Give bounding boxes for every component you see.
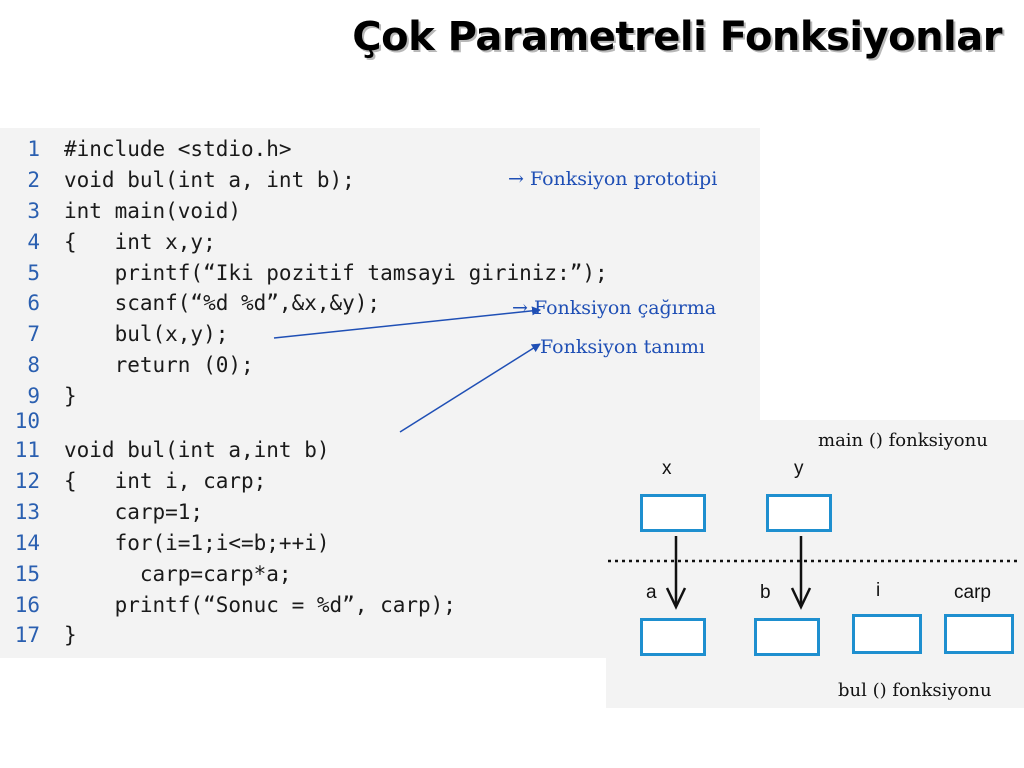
memory-box-a: [640, 618, 706, 656]
code-line: 1 #include <stdio.h>: [0, 134, 292, 164]
code-text: carp=carp*a;: [64, 562, 292, 586]
code-text: return (0);: [64, 353, 254, 377]
code-line: 9}: [0, 381, 77, 411]
line-number: 1: [27, 137, 40, 161]
code-line: 11 void bul(int a,int b): [0, 435, 330, 465]
code-line: 14 for(i=1;i<=b;++i): [0, 528, 330, 558]
line-number: 4: [27, 230, 40, 254]
main-function-label: main () fonksiyonu: [818, 430, 988, 451]
var-label-y: y: [794, 458, 804, 479]
code-text: { int x,y;: [64, 230, 216, 254]
var-label-carp: carp: [954, 582, 991, 603]
code-text: void bul(int a, int b);: [64, 168, 355, 192]
code-text: bul(x,y);: [64, 322, 229, 346]
code-text: #include <stdio.h>: [64, 137, 292, 161]
line-number: 14: [14, 531, 40, 555]
code-line: 5 printf(“Iki pozitif tamsayi giriniz:”)…: [0, 258, 608, 288]
memory-box-carp: [944, 614, 1014, 654]
code-line: 10: [0, 406, 64, 436]
code-text: printf(“Sonuc = %d”, carp);: [64, 593, 456, 617]
code-text: int main(void): [64, 199, 242, 223]
line-number: 13: [14, 500, 40, 524]
code-line: 12 { int i, carp;: [0, 466, 267, 496]
code-line: 2 void bul(int a, int b);: [0, 165, 355, 195]
line-number: 2: [27, 168, 40, 192]
var-label-x: x: [662, 458, 672, 479]
memory-box-x: [640, 494, 706, 532]
memory-box-i: [852, 614, 922, 654]
code-line: 15 carp=carp*a;: [0, 559, 292, 589]
slide-title: Çok Parametreli Fonksiyonlar: [352, 14, 1002, 60]
line-number: 12: [14, 469, 40, 493]
line-number: 17: [14, 623, 40, 647]
code-text: for(i=1;i<=b;++i): [64, 531, 330, 555]
code-line: 17}: [0, 620, 77, 650]
line-number: 11: [14, 438, 40, 462]
code-text: void bul(int a,int b): [64, 438, 330, 462]
code-text: carp=1;: [64, 500, 204, 524]
line-number: 16: [14, 593, 40, 617]
line-number: 15: [14, 562, 40, 586]
memory-box-y: [766, 494, 832, 532]
code-text: }: [64, 384, 77, 408]
line-number: 9: [27, 384, 40, 408]
code-line: 8 return (0);: [0, 350, 254, 380]
memory-box-b: [754, 618, 820, 656]
var-label-i: i: [876, 580, 881, 601]
var-label-a: a: [646, 582, 657, 603]
code-text: }: [64, 623, 77, 647]
line-number: 10: [14, 409, 40, 433]
line-number: 5: [27, 261, 40, 285]
line-number: 6: [27, 291, 40, 315]
var-label-b: b: [760, 582, 771, 603]
code-text: printf(“Iki pozitif tamsayi giriniz:”);: [64, 261, 608, 285]
memory-diagram: main () fonksiyonu x y a b i carp bul ()…: [606, 420, 1024, 708]
annotation-call: → Fonksiyon çağırma: [512, 297, 717, 319]
code-listing: 1 #include <stdio.h> 2 void bul(int a, int…: [0, 128, 760, 658]
line-number: 3: [27, 199, 40, 223]
annotation-definition: Fonksiyon tanımı: [540, 336, 705, 358]
code-line: 3 int main(void): [0, 196, 241, 226]
code-text: scanf(“%d %d”,&x,&y);: [64, 291, 381, 315]
code-text: { int i, carp;: [64, 469, 267, 493]
line-number: 7: [27, 322, 40, 346]
code-line: 4 { int x,y;: [0, 227, 216, 257]
annotation-prototype: → Fonksiyon prototipi: [508, 168, 718, 190]
line-number: 8: [27, 353, 40, 377]
code-line: 7 bul(x,y);: [0, 319, 228, 349]
bul-function-label: bul () fonksiyonu: [838, 680, 992, 701]
code-line: 13 carp=1;: [0, 497, 203, 527]
code-line: 6 scanf(“%d %d”,&x,&y);: [0, 288, 380, 318]
code-line: 16 printf(“Sonuc = %d”, carp);: [0, 590, 456, 620]
